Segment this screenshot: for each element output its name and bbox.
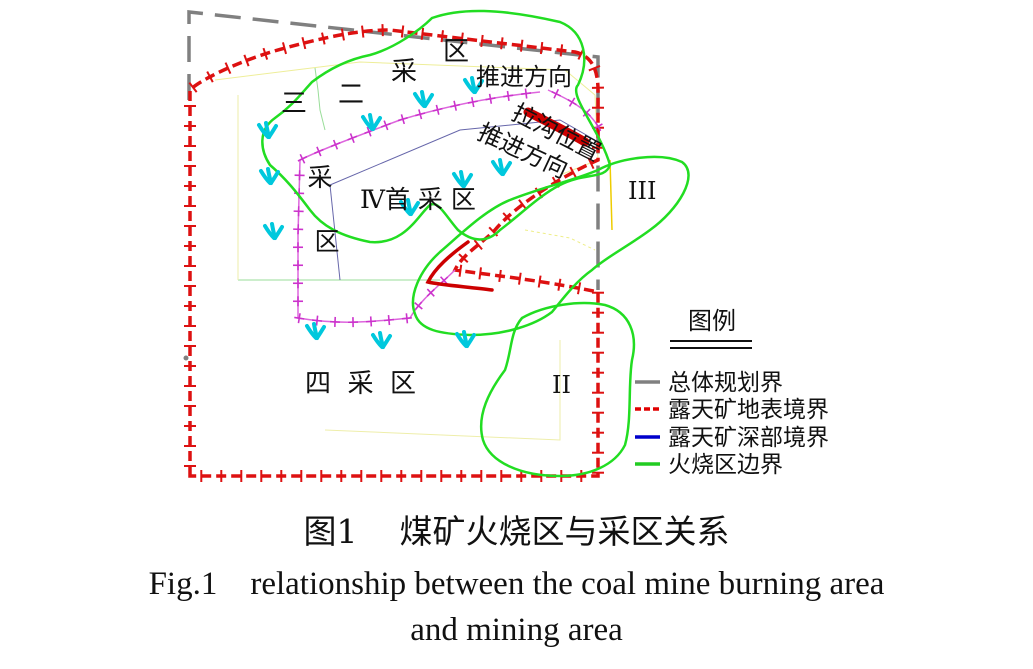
surface-tick — [281, 42, 288, 55]
surface-tick — [498, 269, 502, 283]
zone-label-area-char: 区 — [443, 37, 469, 67]
surface-tick — [500, 37, 504, 50]
surface-tick — [321, 32, 326, 45]
surface-tick — [206, 71, 214, 83]
cross-tick — [330, 142, 341, 148]
cross-tick — [485, 97, 496, 101]
legend-label-surface: 露天矿地表境界 — [668, 397, 829, 423]
surface-tick — [243, 54, 250, 67]
cross-tick — [365, 320, 377, 323]
surface-tick — [224, 62, 232, 75]
fire-area-iii-label: III — [628, 177, 656, 205]
fire-boundary-main — [261, 9, 612, 244]
cross-tick — [567, 98, 577, 106]
surface-tick — [460, 32, 464, 45]
surface-tick — [262, 47, 269, 60]
figure-caption-chinese: 图1 煤矿火烧区与采区关系 — [303, 512, 730, 551]
surface-tick — [188, 82, 198, 93]
surface-boundary-ticks — [184, 24, 604, 483]
surface-tick — [559, 44, 564, 57]
cross-tick — [313, 148, 324, 155]
cross-tick — [432, 107, 443, 112]
surface-tick — [340, 28, 345, 41]
figure-caption-english-line2: and mining area — [410, 612, 623, 648]
surface-tick — [557, 278, 562, 291]
surface-tick — [502, 212, 513, 223]
surface-tick — [576, 282, 582, 295]
surface-tick — [539, 41, 544, 55]
zone-label-3-char1: 三 — [281, 89, 307, 119]
surface-tick — [587, 157, 595, 170]
ditch-line-2 — [425, 240, 494, 292]
cross-tick — [415, 112, 426, 117]
cross-tick — [503, 94, 514, 98]
cross-tick — [467, 100, 478, 104]
legend-label-deep: 露天矿深部境界 — [668, 425, 829, 451]
fire-boundary-iii — [411, 155, 690, 337]
surface-tick — [480, 34, 484, 48]
surface-tick — [400, 25, 405, 38]
surface-tick — [518, 272, 522, 285]
surface-tick — [588, 65, 601, 72]
legend-item-deep-boundary: 露天矿深部境界 — [635, 425, 829, 451]
surface-boundary — [188, 28, 600, 478]
surface-tick — [420, 27, 425, 40]
cross-tick — [551, 90, 562, 97]
figure-caption-english-line1: Fig.1 relationship between the coal mine… — [148, 566, 885, 602]
cross-tick — [450, 103, 461, 108]
surface-tick — [458, 264, 463, 277]
legend-title: 图例 — [688, 307, 736, 335]
cross-tick — [426, 288, 435, 297]
zone-4-label: 四 采 区 — [305, 369, 416, 399]
surface-tick — [361, 25, 365, 38]
cross-tick — [312, 319, 323, 322]
surface-tick — [440, 30, 444, 43]
zone-label-2-char: 二 — [338, 80, 364, 110]
zone-3-label-char1: 采 — [307, 163, 332, 192]
ditch-line-1 — [523, 107, 590, 147]
cross-tick — [401, 317, 412, 320]
surface-tick — [301, 37, 307, 50]
first-mining-zone-label: Ⅳ首 采 区 — [360, 185, 476, 214]
surface-tick — [520, 39, 524, 52]
surface-tick — [473, 239, 483, 251]
cross-tick — [294, 316, 305, 320]
cross-tick — [297, 155, 308, 162]
cross-tick — [414, 301, 423, 311]
legend-label-fire: 火烧区边界 — [668, 452, 783, 478]
legend: 图例 总体规划界 露天矿地表境界 露天矿深部境界 火烧区边界 — [635, 307, 829, 478]
legend-item-planning-boundary: 总体规划界 — [635, 370, 783, 396]
surface-tick — [569, 166, 577, 179]
surface-tick — [518, 199, 528, 210]
fire-boundary-ii — [479, 301, 636, 478]
cross-tick — [383, 318, 395, 322]
cross-tick — [347, 135, 358, 141]
surface-tick — [478, 267, 482, 280]
zone-3-label-char2: 区 — [314, 227, 339, 256]
legend-item-fire-boundary: 火烧区边界 — [635, 452, 783, 478]
cross-tick — [594, 121, 602, 132]
cross-tick — [397, 116, 408, 122]
legend-item-surface-boundary: 露天矿地表境界 — [635, 397, 829, 423]
surface-tick — [458, 253, 469, 263]
surface-tick — [537, 275, 542, 288]
zone-label-mining-char: 采 — [391, 57, 417, 87]
legend-label-planning: 总体规划界 — [668, 370, 783, 396]
fire-area-ii-label: II — [552, 371, 571, 399]
advance-direction-label-1: 推进方向 — [476, 63, 572, 91]
cross-tick — [521, 92, 532, 95]
cross-tick — [380, 122, 391, 128]
